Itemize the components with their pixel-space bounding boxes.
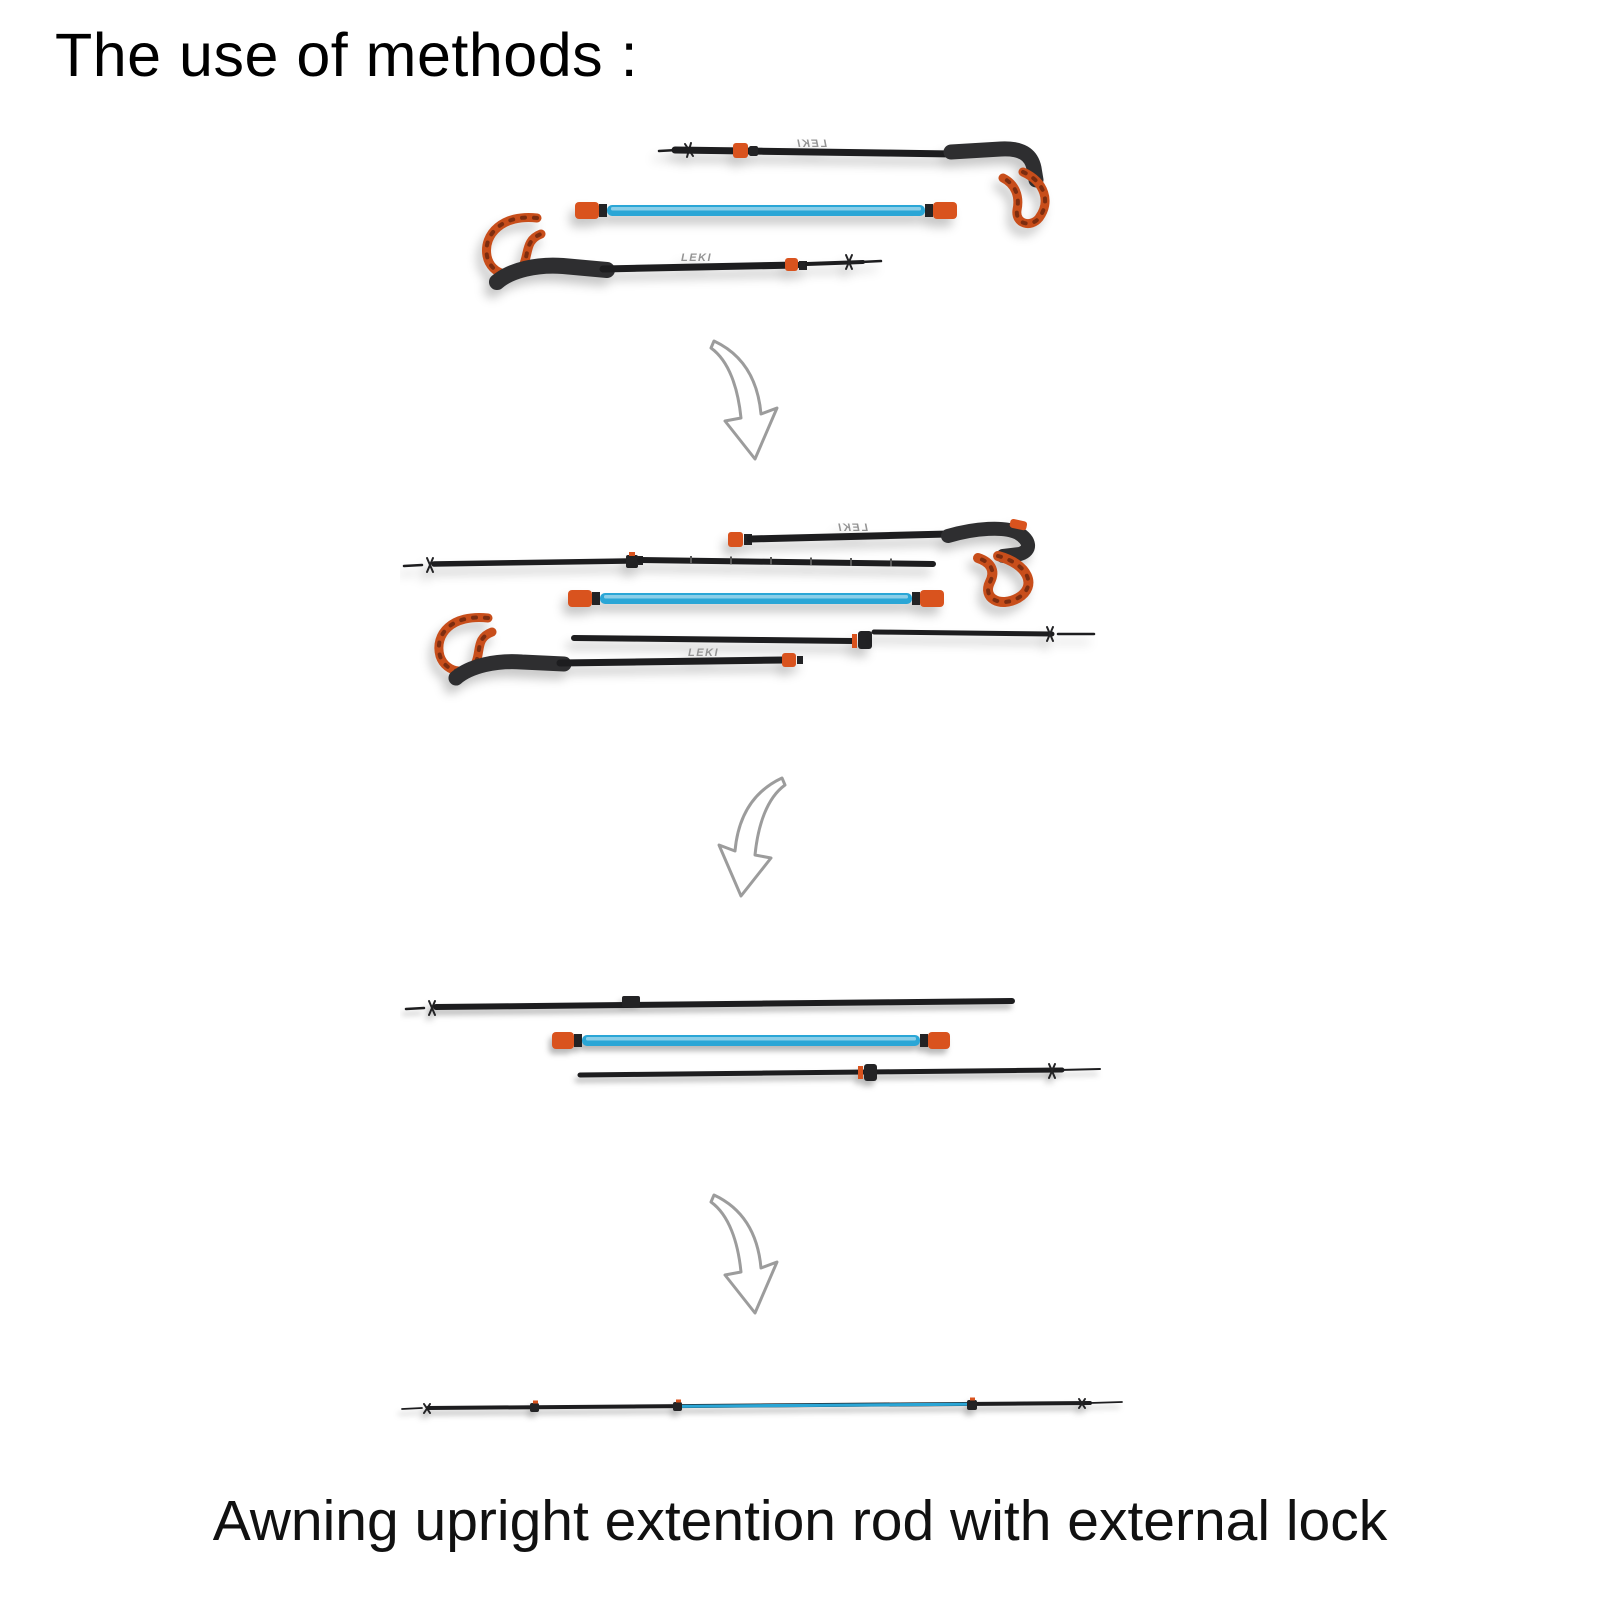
connector-tube [575,202,957,219]
external-lock [864,1064,877,1081]
step-1-illustration: LEKI LEKI [482,138,1050,290]
blue-tube [680,1402,970,1408]
down-arrow-icon [698,1192,798,1327]
blue-tube [582,1035,920,1046]
folded-pole-upper: LEKI [657,138,1050,229]
joint-collar [622,996,640,1007]
middle-segment [637,556,936,567]
lock-lever [785,258,798,271]
rod-tip-left [404,996,1015,1016]
tip-segment-right [871,626,1096,642]
segment-with-lock [571,631,872,649]
grip-segment-right: LEKI [728,518,1035,607]
connector-tube [568,590,944,607]
lock-lever [733,143,748,158]
pole-grip [448,654,572,686]
step-3-illustration [404,996,1101,1081]
brand-label: LEKI [681,252,712,264]
blue-tube [607,205,925,216]
lock-lever [782,653,796,667]
joint-collar [673,1402,682,1411]
external-lock [967,1400,977,1410]
pole-grip [941,521,1035,563]
grip-segment-left: LEKI [434,613,803,686]
pole-grip [943,141,1044,188]
joint-collar [530,1403,539,1412]
tip-segment-left [402,552,638,573]
brand-label-mirrored: LEKI [796,138,827,150]
pole-grip [489,257,615,290]
down-arrow-icon [698,775,798,910]
blue-tube [600,593,912,604]
rod-tip-right [577,1063,1101,1081]
step-2-image: LEKI [400,498,1100,713]
assembled-extension-rod [401,1397,1123,1414]
down-arrow-icon [698,338,798,473]
brand-label: LEKI [688,647,719,659]
step-2-illustration: LEKI [402,518,1096,686]
step-4-illustration [401,1397,1123,1414]
step-3-image [400,988,1110,1113]
page-title: The use of methods : [55,21,639,89]
step-4-image [390,1386,1130,1431]
folded-pole-lower: LEKI [482,213,883,290]
brand-label-mirrored: LEKI [837,522,868,534]
step-1-image: LEKI LEKI [445,110,1065,325]
external-lock [858,631,872,649]
connector-tube [552,1032,950,1049]
lock-lever [728,532,743,547]
caption: Awning upright extention rod with extern… [212,1489,1388,1553]
